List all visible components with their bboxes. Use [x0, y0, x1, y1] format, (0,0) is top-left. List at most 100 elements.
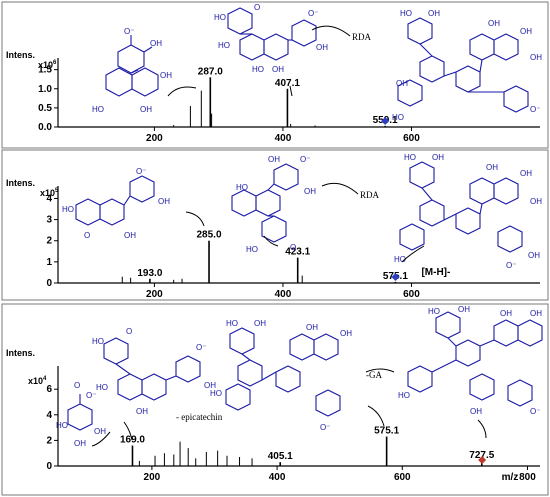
- peak-label: 169.0: [120, 435, 145, 446]
- structure-label: HO: [218, 41, 230, 50]
- structure-label: OH: [470, 407, 482, 416]
- structure-label: OH: [272, 65, 284, 74]
- panel-frame-3: [1, 303, 549, 496]
- structure-label: HO: [214, 13, 226, 22]
- y-exponent-3: x104: [28, 376, 47, 386]
- structure-label: O⁻: [530, 407, 540, 416]
- structure-label: O⁻: [320, 423, 330, 432]
- x-tick-label: 400: [269, 472, 286, 483]
- structure-label: HO: [246, 245, 258, 254]
- x-tick-label: 600: [403, 289, 420, 300]
- y-exponent-2: x105: [40, 188, 59, 198]
- structure-label: O⁻: [530, 105, 540, 114]
- panel-frame-2: [1, 149, 549, 301]
- x-tick-label: 600: [394, 472, 411, 483]
- peak-label: 575.1: [374, 426, 399, 437]
- structure-label: HO: [394, 255, 406, 264]
- structure-label: HO: [92, 105, 104, 114]
- y-tick-label: 4: [46, 410, 52, 421]
- fragment-arrow-5: [401, 245, 425, 263]
- ylabel-2: Intens.: [6, 178, 35, 188]
- y-tick-label: 0: [46, 461, 52, 472]
- fragment-arrow-8: [367, 405, 385, 427]
- y-tick-label: 0.5: [38, 103, 52, 114]
- structure-label: OH: [396, 79, 408, 88]
- precursor-label: [M-H]-: [421, 267, 450, 278]
- y-tick-label: 1.0: [38, 84, 52, 95]
- y-tick-label: 2: [46, 435, 52, 446]
- x-unit-label: m/z: [502, 472, 519, 483]
- ylabel-1: Intens.: [6, 50, 35, 60]
- y-tick-label: 1: [46, 257, 52, 268]
- structure-label: HO: [400, 9, 412, 18]
- y-tick-label: 2: [46, 236, 52, 247]
- precursor-marker: [391, 273, 400, 281]
- peak-label: 727.5: [469, 450, 494, 461]
- structure-label: O⁻: [196, 343, 206, 352]
- precursor-marker: [381, 117, 390, 125]
- structure-label: O⁻: [86, 391, 96, 400]
- structure-flavanol-radical: [105, 35, 159, 97]
- structure-label: OH: [528, 251, 540, 260]
- structure-precursor-559: [397, 17, 529, 113]
- structure-label: HO: [392, 113, 404, 122]
- structure-label: OH: [488, 19, 500, 28]
- peak-label: 407.1: [275, 78, 300, 89]
- structure-fragment-423: [231, 163, 299, 243]
- structure-quinone-methide: [75, 175, 155, 226]
- y-tick-label: 0.0: [38, 122, 52, 133]
- structure-label: HO: [428, 307, 440, 316]
- structure-label: O: [74, 381, 80, 390]
- structure-label: O: [84, 231, 90, 240]
- fragment-arrow-3: [185, 211, 205, 227]
- rda-arrow-2: [321, 182, 359, 195]
- structure-gallic-acid: [67, 394, 93, 431]
- peak-label: 423.1: [285, 247, 310, 258]
- peak-label: 193.0: [137, 268, 162, 279]
- structure-label: OH: [94, 427, 106, 436]
- structure-label: OH: [74, 439, 86, 448]
- fragment-arrow-1: [167, 86, 197, 97]
- structure-label: OH: [340, 329, 352, 338]
- structure-label: OH: [530, 309, 542, 318]
- fragment-arrow-6: [91, 431, 111, 447]
- x-tick-label: 200: [144, 472, 161, 483]
- structure-label: HO: [62, 205, 74, 214]
- structure-label: OH: [306, 323, 318, 332]
- peak-label: 405.1: [268, 451, 293, 462]
- x-tick-label: 600: [403, 133, 420, 144]
- structure-label: O: [290, 243, 296, 252]
- structure-label: HO: [210, 389, 222, 398]
- structure-label: OH: [204, 381, 216, 390]
- panel-frame-1: [1, 1, 549, 149]
- structure-label: OH: [316, 43, 328, 52]
- y-tick-label: 3: [46, 215, 52, 226]
- structure-label: OH: [158, 197, 170, 206]
- structure-label: OH: [530, 53, 542, 62]
- x-tick-label: 400: [275, 133, 292, 144]
- y-tick-label: 6: [46, 384, 52, 395]
- structure-label: O⁻: [308, 9, 318, 18]
- fragment-arrow-7: [123, 421, 133, 441]
- structure-label: O: [254, 3, 260, 12]
- structure-label: HO: [92, 337, 104, 346]
- rda-arrow-1: [311, 25, 351, 37]
- y-tick-label: 4: [46, 193, 52, 204]
- structure-fragment-405: [103, 337, 201, 401]
- structure-precursor-575: [399, 161, 523, 253]
- structure-label: OH: [136, 407, 148, 416]
- structure-label: O⁻: [136, 167, 146, 176]
- structure-label: OH: [304, 187, 316, 196]
- structure-label: OH: [254, 319, 266, 328]
- y-tick-label: 1.5: [38, 65, 52, 76]
- peak-label: 285.0: [197, 230, 222, 241]
- y-exponent-1: x106: [38, 60, 57, 70]
- structure-label: O⁻: [300, 155, 310, 164]
- structure-label: HO: [226, 319, 238, 328]
- structure-label: OH: [160, 71, 172, 80]
